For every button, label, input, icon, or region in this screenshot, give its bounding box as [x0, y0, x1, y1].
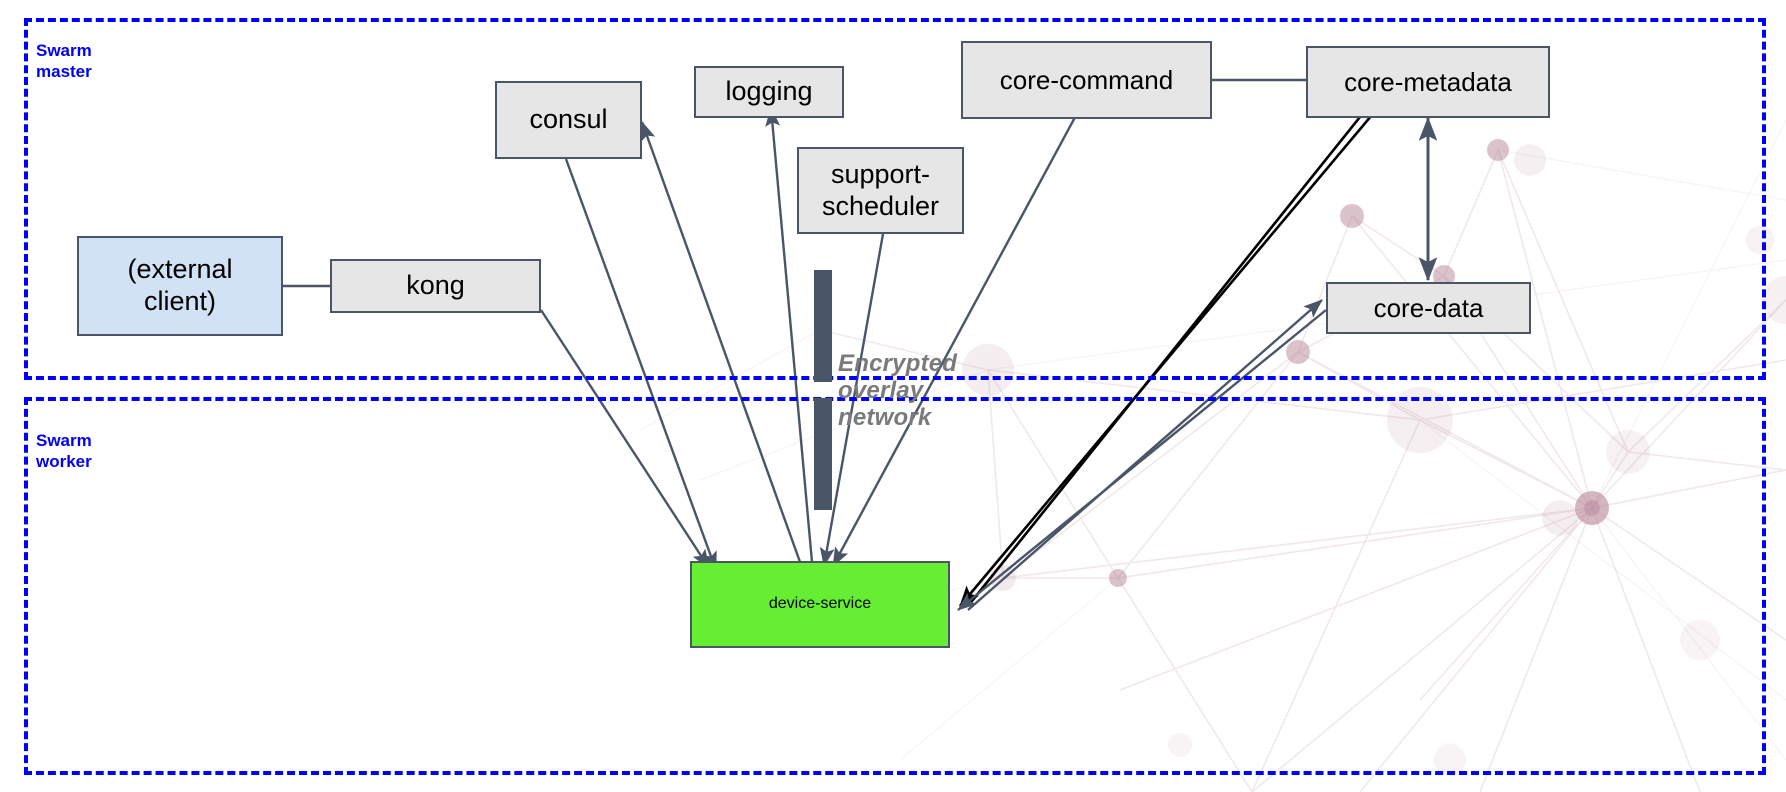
overlay-network-bar-upper: [814, 270, 832, 382]
node-logging-label: logging: [725, 76, 813, 107]
node-core-metadata[interactable]: core-metadata: [1306, 46, 1550, 118]
edge-core-data-device-service: [957, 309, 1327, 611]
node-kong-label: kong: [406, 270, 465, 301]
zone-swarm-master-label: Swarm master: [36, 40, 92, 83]
node-kong[interactable]: kong: [330, 259, 541, 313]
zone-swarm-master-label-line1: Swarm: [36, 41, 92, 60]
zone-swarm-worker-label: Swarm worker: [36, 430, 92, 473]
overlay-network-label-line1: Encrypted: [838, 350, 958, 377]
overlay-network-label-line3: network: [838, 404, 932, 432]
node-logging[interactable]: logging: [694, 66, 844, 118]
node-core-metadata-label: core-metadata: [1344, 66, 1512, 97]
overlay-network-label: Encrypted overlay network: [838, 350, 957, 431]
edge-device-service-core-data: [967, 299, 1323, 611]
node-support-scheduler[interactable]: support- scheduler: [797, 147, 964, 234]
node-support-scheduler-line1: support-: [830, 158, 931, 189]
node-core-data[interactable]: core-data: [1326, 282, 1531, 334]
edge-kong-device-service: [539, 309, 711, 569]
node-core-data-label: core-data: [1373, 292, 1484, 323]
zone-swarm-master: [24, 18, 1766, 380]
zone-swarm-master-label-line2: master: [36, 62, 92, 82]
node-consul[interactable]: consul: [495, 81, 642, 159]
node-consul-label: consul: [529, 104, 608, 135]
node-device-service-label: device-service: [768, 595, 872, 613]
node-external-client-line1: (external: [127, 254, 233, 285]
edge-device-service-logging: [765, 107, 814, 563]
overlay-network-bar-lower: [814, 398, 832, 510]
node-external-client-line2: client): [143, 286, 216, 316]
overlay-network-label-line2: overlay: [838, 377, 924, 405]
zone-swarm-worker-label-line1: Swarm: [36, 431, 92, 450]
zone-swarm-worker: [24, 397, 1766, 775]
edge-core-command-device-service: [831, 107, 1082, 567]
edge-core-metadata-device-service: [959, 102, 1383, 607]
node-core-command-label: core-command: [999, 64, 1174, 95]
edge-device-service-consul: [640, 121, 802, 563]
node-support-scheduler-line2: scheduler: [821, 190, 940, 221]
edge-consul-device-service: [564, 158, 718, 571]
node-external-client[interactable]: (external client): [77, 236, 283, 336]
node-device-service[interactable]: device-service: [690, 561, 950, 648]
zone-swarm-worker-label-line2: worker: [36, 452, 92, 472]
node-core-command[interactable]: core-command: [961, 41, 1212, 119]
